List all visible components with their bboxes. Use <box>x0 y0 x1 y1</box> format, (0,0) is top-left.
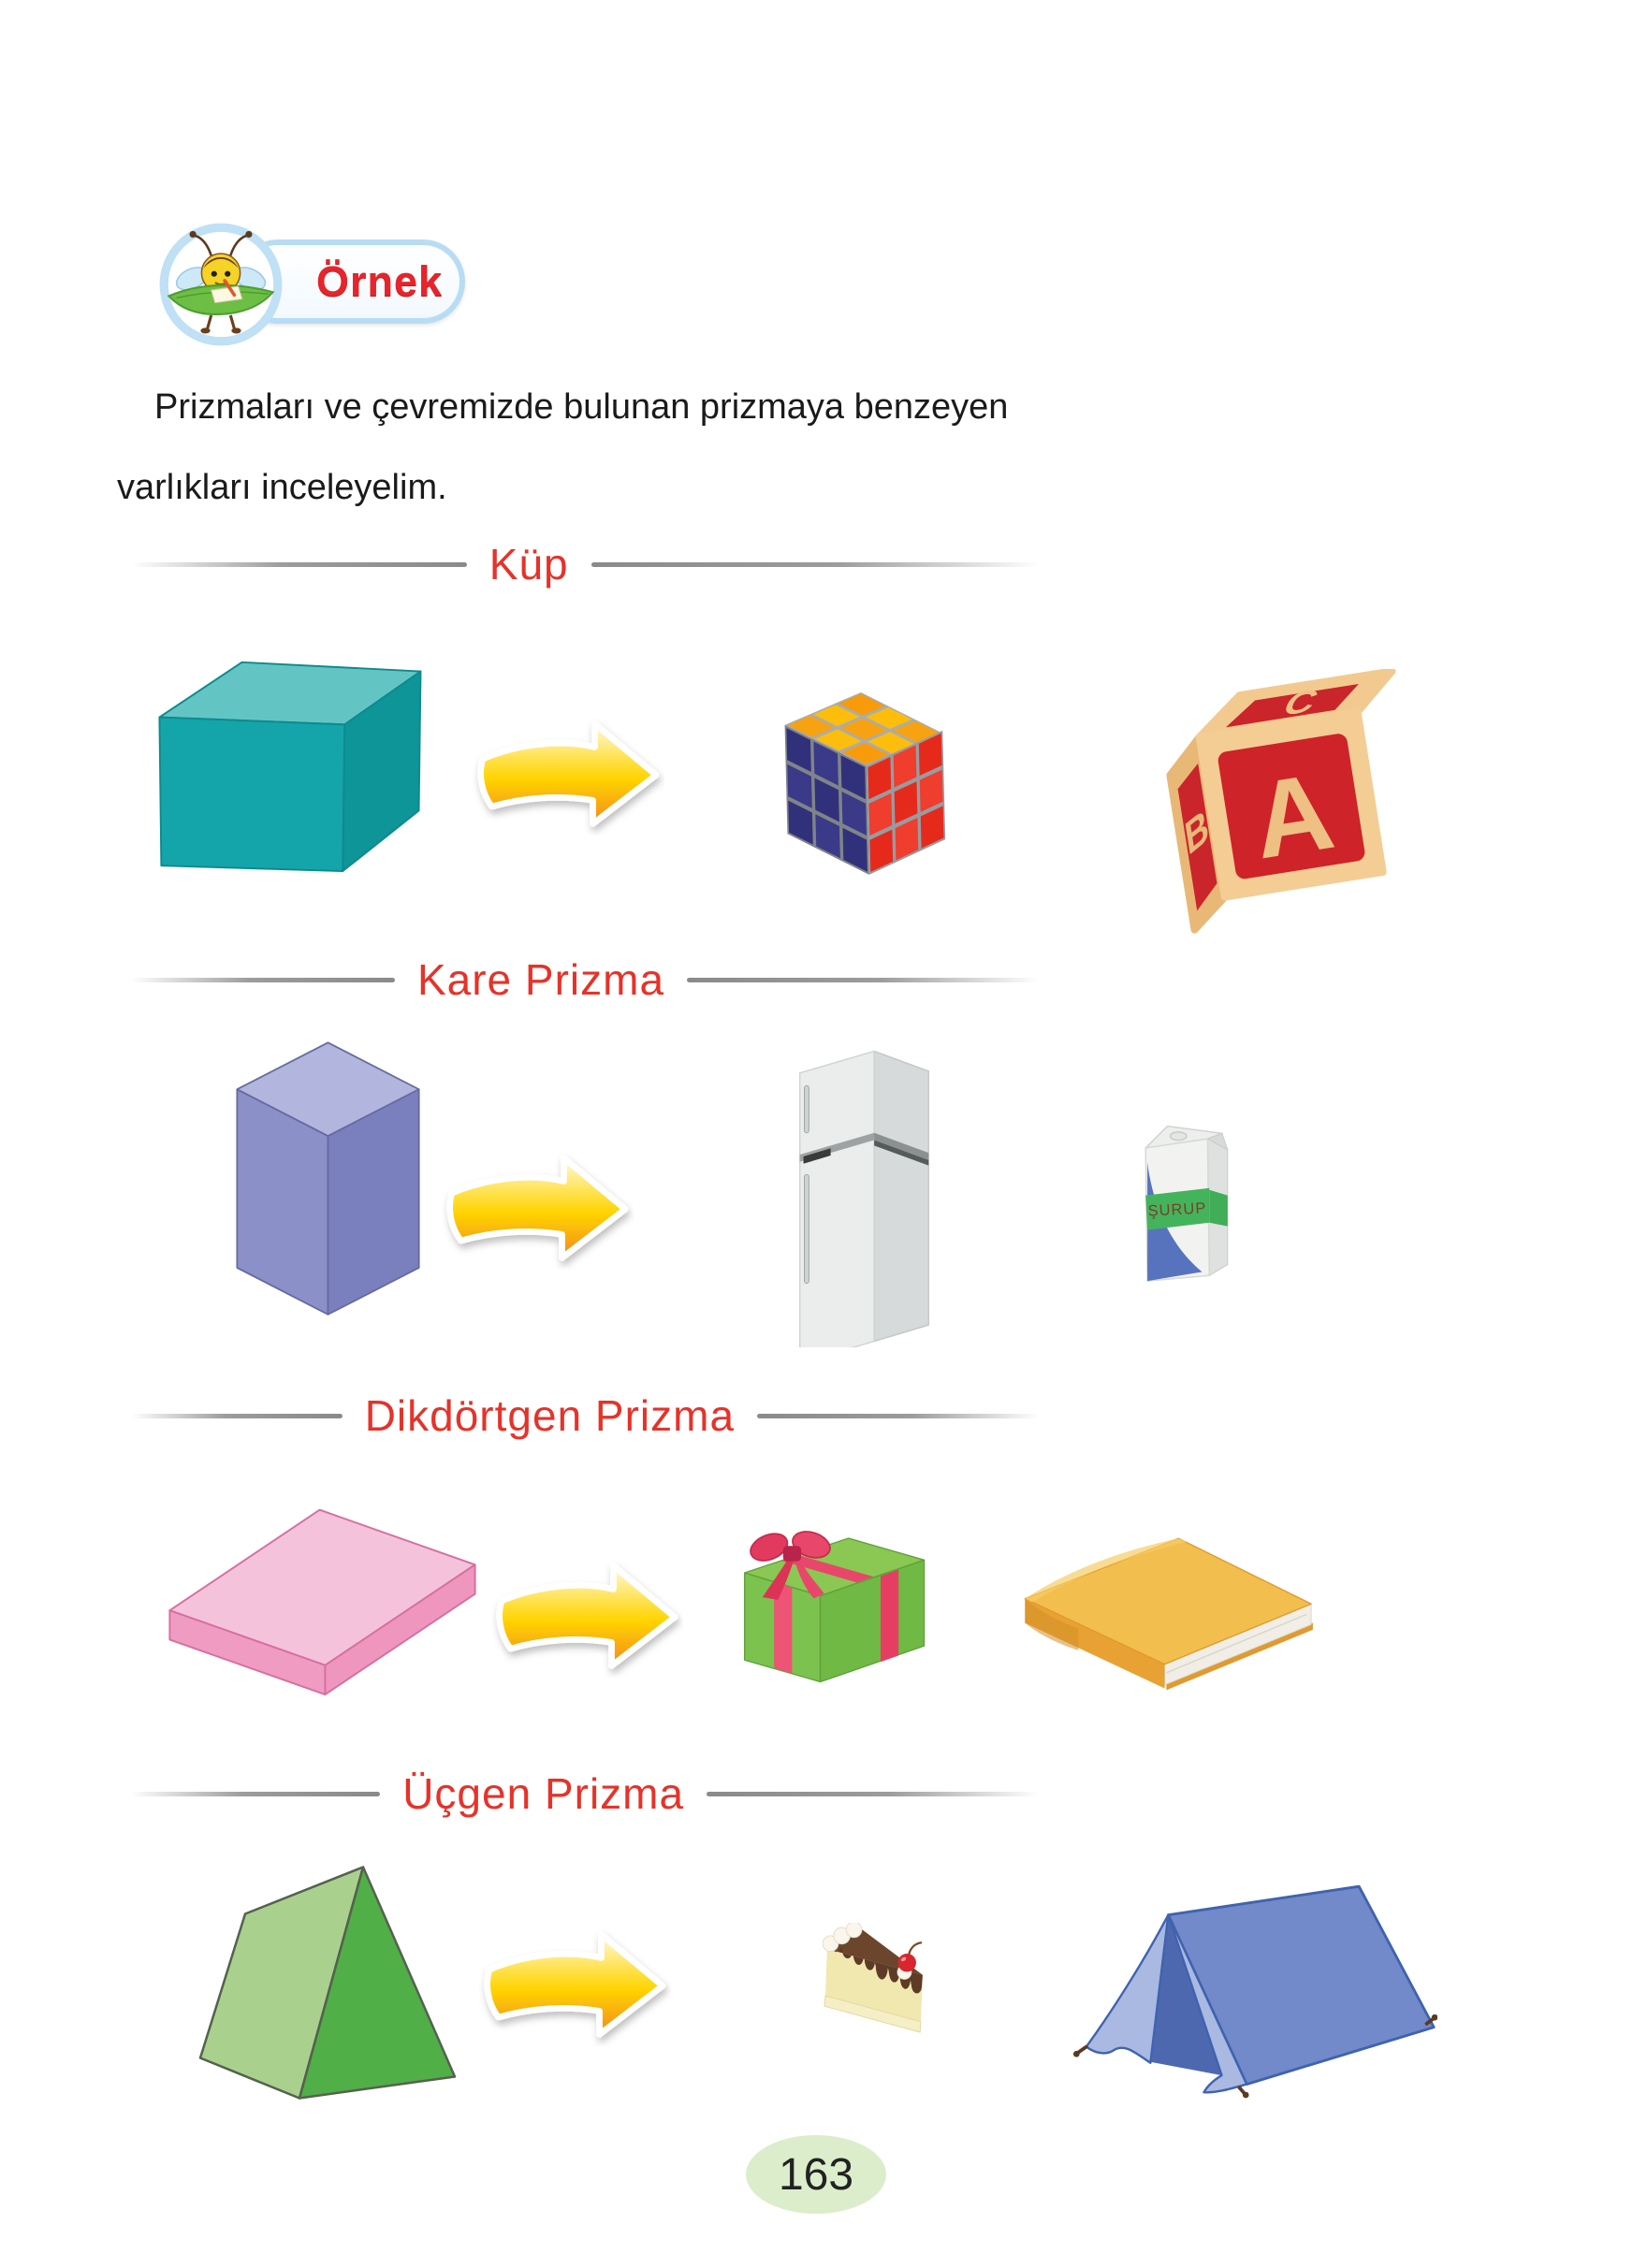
triangular-prism-icon <box>185 1857 466 2110</box>
block-letter-a: A <box>1245 749 1341 882</box>
divider-line <box>757 1413 1039 1418</box>
refrigerator-icon <box>791 1020 936 1347</box>
tent-icon <box>1063 1873 1437 2149</box>
divider-line <box>131 1791 381 1796</box>
gift-box-icon <box>733 1514 939 1687</box>
section-title-kup: Küp <box>488 540 569 589</box>
square-prism-icon <box>232 1037 424 1322</box>
tent-stakes <box>1072 2014 1437 2099</box>
book-icon <box>994 1530 1335 1694</box>
curved-right-arrow-icon <box>442 1143 634 1270</box>
divider-line <box>707 1791 1039 1796</box>
gift-bow <box>750 1531 831 1600</box>
divider-line <box>131 1413 343 1418</box>
divider-line <box>591 561 1039 567</box>
page-number: 163 <box>778 2149 854 2200</box>
syrup-label: ŞURUP <box>1147 1199 1207 1219</box>
bee-on-leaf-icon <box>157 221 284 348</box>
curved-right-arrow-icon <box>479 1920 671 2046</box>
intro-line-1: Prizmaları ve çevremizde bulunan prizmay… <box>154 387 1009 427</box>
page-number-badge: 163 <box>746 2135 886 2214</box>
intro-line-2: varlıkları inceleyelim. <box>117 468 447 507</box>
section-divider-kup: Küp <box>131 535 1039 593</box>
curved-right-arrow-icon <box>473 709 664 836</box>
section-title-dikdortgen-prizma: Dikdörtgen Prizma <box>364 1391 736 1440</box>
section-divider-ucgen-prizma: Üçgen Prizma <box>131 1765 1039 1823</box>
section-divider-dikdortgen-prizma: Dikdörtgen Prizma <box>131 1387 1039 1445</box>
cake-slice-icon <box>820 1923 951 2044</box>
cube-icon <box>150 653 426 873</box>
alphabet-block-icon: C B A <box>1159 669 1435 940</box>
syrup-carton-icon: ŞURUP <box>1140 1112 1232 1285</box>
section-title-kare-prizma: Kare Prizma <box>416 955 665 1004</box>
section-title-ucgen-prizma: Üçgen Prizma <box>402 1769 685 1818</box>
divider-line <box>131 977 395 982</box>
example-label: Örnek <box>315 257 443 305</box>
intro-paragraph: Prizmaları ve çevremizde bulunan prizmay… <box>117 367 1009 528</box>
rectangular-prism-icon <box>161 1499 484 1695</box>
curved-right-arrow-icon <box>491 1551 683 1678</box>
divider-line <box>687 977 1039 982</box>
rubiks-cube-icon <box>772 692 950 880</box>
divider-line <box>131 561 467 567</box>
section-divider-kare-prizma: Kare Prizma <box>131 951 1039 1009</box>
